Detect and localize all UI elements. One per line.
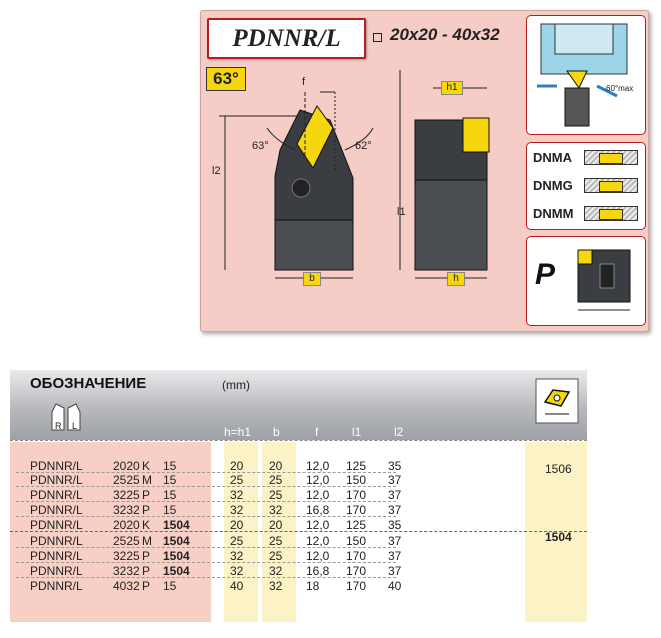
insert-type-label: DNMM bbox=[533, 206, 574, 221]
column-header: b bbox=[273, 425, 280, 439]
insert-side bbox=[462, 117, 490, 153]
table-row: PDNNR/L 3232 P 15 32 32 16,8 170 37 bbox=[0, 503, 600, 517]
hand-right-label: R bbox=[55, 421, 62, 431]
holder-technical-drawing bbox=[219, 70, 490, 279]
machining-diagram-box bbox=[526, 15, 646, 135]
square-shank-icon bbox=[373, 33, 382, 42]
table-row: PDNNR/L 3232 P 1504 32 32 16,8 170 37 bbox=[0, 564, 600, 578]
header-separator bbox=[10, 440, 587, 441]
dim-b: b bbox=[303, 272, 321, 286]
dim-l2: l2 bbox=[212, 165, 221, 177]
ramp-angle-label: 60°max bbox=[606, 84, 634, 93]
dim-l1: l1 bbox=[397, 206, 406, 218]
p-clamp-icon bbox=[577, 249, 631, 311]
table-row: PDNNR/L 2525 M 15 25 25 12,0 150 37 bbox=[0, 473, 600, 487]
hand-orientation-icon bbox=[51, 403, 81, 431]
table-row: PDNNR/L 2020 K 15 20 20 12,0 125 35 bbox=[0, 459, 600, 473]
insert-profile-icon bbox=[584, 206, 638, 221]
tool-code-title: PDNNR/L bbox=[207, 18, 366, 59]
holder-front-shank bbox=[274, 219, 354, 271]
column-header: l1 bbox=[352, 425, 362, 439]
table-row: PDNNR/L 3225 P 1504 32 25 12,0 170 37 bbox=[0, 549, 600, 563]
table-row: PDNNR/L 2020 K 1504 20 20 12,0 125 35 bbox=[30, 518, 402, 532]
insert-profile-icon bbox=[584, 178, 638, 193]
insert-type-label: DNMA bbox=[533, 150, 572, 165]
insert-code: 1504 bbox=[545, 530, 572, 544]
size-range-label: 20x20 - 40x32 bbox=[390, 25, 500, 44]
insert-profile-icon bbox=[584, 150, 638, 165]
insert-column-bg bbox=[525, 442, 587, 622]
group-separator bbox=[10, 531, 587, 532]
clamp-screw bbox=[291, 178, 311, 198]
table-row: PDNNR/L 2525 M 1504 25 25 12,0 150 37 bbox=[0, 534, 600, 548]
hand-left-label: L bbox=[72, 421, 78, 431]
dim-f: f bbox=[302, 76, 306, 88]
insert-code: 1506 bbox=[545, 462, 572, 476]
machining-diagram bbox=[537, 23, 628, 127]
insert-shape-icon bbox=[535, 378, 579, 424]
table-header bbox=[10, 370, 525, 440]
unit-label: (mm) bbox=[222, 378, 250, 392]
angle-left-label: 63° bbox=[252, 140, 269, 152]
table-row: PDNNR/L 3225 P 15 32 25 12,0 170 37 bbox=[0, 488, 600, 502]
insert-front bbox=[296, 105, 334, 169]
table-title: ОБОЗНАЧЕНИЕ bbox=[30, 375, 147, 392]
clamping-system-letter: P bbox=[535, 258, 556, 291]
column-header: h=h1 bbox=[224, 425, 252, 439]
column-header: f bbox=[315, 425, 319, 439]
insert-type-label: DNMG bbox=[533, 178, 573, 193]
approach-angle-badge: 63° bbox=[206, 67, 246, 91]
dim-h: h bbox=[447, 272, 465, 286]
table-row: PDNNR/L 4032 P 15 40 32 18 170 40 bbox=[30, 579, 402, 593]
column-header: l2 bbox=[394, 425, 404, 439]
dim-h1: h1 bbox=[441, 81, 463, 95]
angle-right-label: 62° bbox=[355, 140, 372, 152]
